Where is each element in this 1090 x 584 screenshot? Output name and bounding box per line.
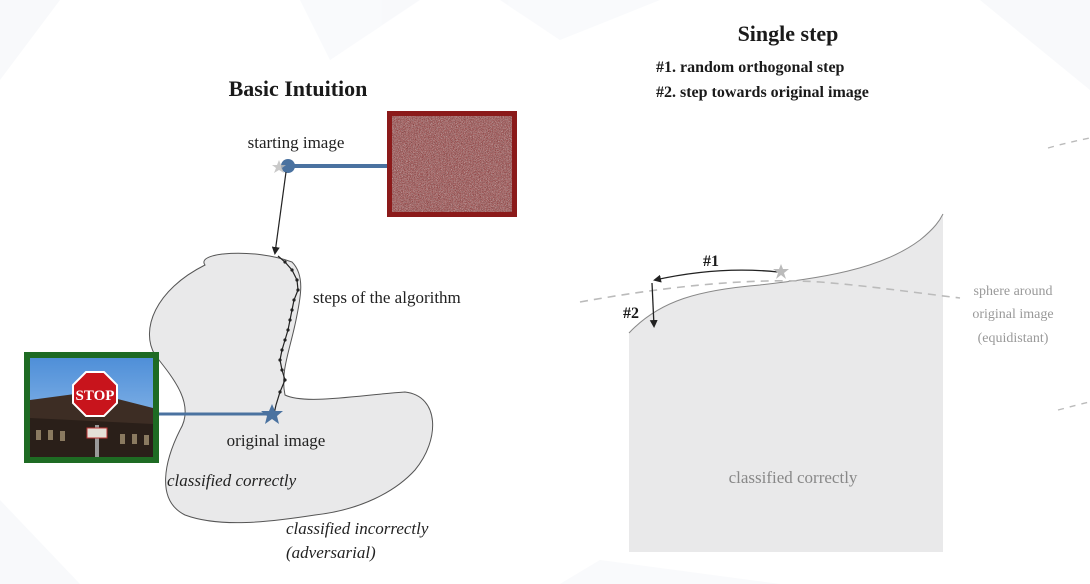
current-star-icon xyxy=(773,264,789,279)
classified-correctly-region xyxy=(148,252,434,524)
right-classified-correctly-region xyxy=(629,214,943,552)
step1-description: #1. random orthogonal step xyxy=(656,59,845,76)
steps-label: steps of the algorithm xyxy=(313,288,461,307)
adversarial-label: (adversarial) xyxy=(286,543,376,562)
classified-incorrectly-label: classified incorrectly xyxy=(286,519,429,538)
algorithm-step-ticks xyxy=(278,260,300,394)
step1-arrow xyxy=(653,269,779,283)
right-panel-title: Single step xyxy=(738,21,839,46)
right-decision-boundary xyxy=(628,213,944,334)
left-panel-title: Basic Intuition xyxy=(229,76,368,101)
noise-image xyxy=(392,116,512,212)
step1-tag: #1 xyxy=(703,253,719,270)
right-panel: Single step #1. random orthogonal step #… xyxy=(579,21,1090,552)
step2-description: #2. step towards original image xyxy=(656,84,869,101)
starting-star-icon xyxy=(272,160,286,173)
starting-image-label: starting image xyxy=(248,133,345,152)
step2-arrow xyxy=(649,282,658,328)
starting-image-marker xyxy=(281,159,295,173)
sphere-arc xyxy=(579,280,961,303)
stop-sign-octagon xyxy=(72,371,118,417)
stop-sign-text: STOP xyxy=(76,388,115,404)
sphere-label-line2: original image xyxy=(972,307,1053,322)
right-classified-correctly-label: classified correctly xyxy=(729,468,858,487)
sphere-label-line1: sphere around xyxy=(974,284,1053,299)
left-panel: Basic Intuition starting image steps of … xyxy=(24,76,517,562)
sphere-arc-lower xyxy=(1057,401,1090,411)
step2-tag: #2 xyxy=(623,305,639,322)
sphere-arc-upper xyxy=(1047,137,1090,149)
original-star-icon xyxy=(261,404,283,424)
first-step-arrow xyxy=(271,171,287,255)
original-image-label: original image xyxy=(227,431,326,450)
stop-sign-photo: STOP xyxy=(30,358,153,457)
sphere-label-line3: (equidistant) xyxy=(978,331,1049,346)
classified-correctly-label: classified correctly xyxy=(167,471,297,490)
